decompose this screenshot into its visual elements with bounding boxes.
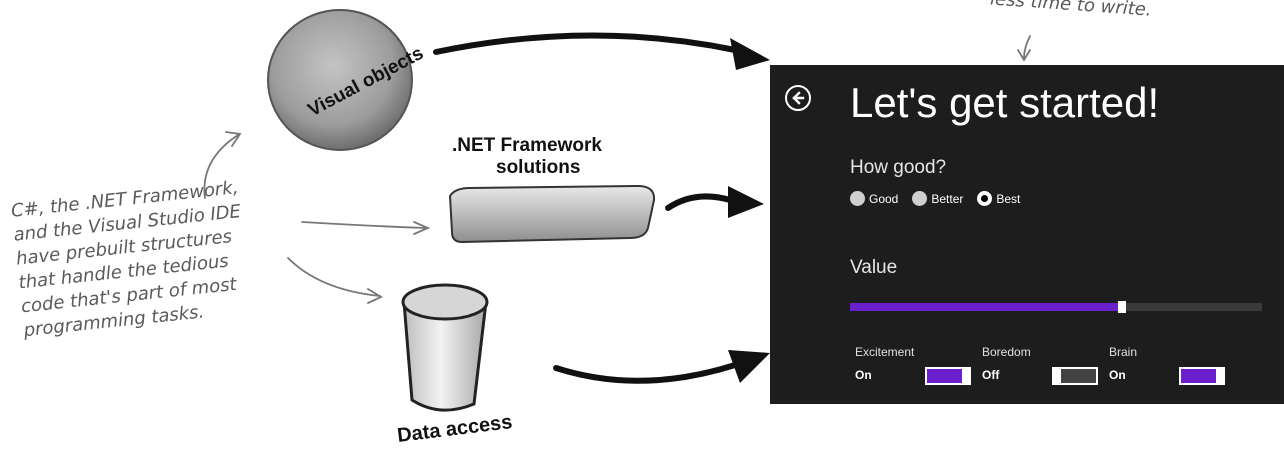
radio-good[interactable]: Good [850, 191, 898, 206]
arrowhead-1 [730, 38, 770, 70]
toggle-header: Boredom [982, 345, 1031, 359]
net-framework-label: .NET Framework [452, 135, 602, 156]
toggle-knob [1216, 367, 1225, 385]
toggle-state: On [1109, 368, 1126, 382]
radio-dot [850, 191, 865, 206]
arrowhead-2 [728, 186, 764, 218]
radio-label: Better [931, 191, 964, 206]
app-window: Let's get started! How good? Good Better… [770, 65, 1284, 404]
radio-label: Good [869, 191, 899, 206]
toggle-knob [962, 367, 971, 385]
radio-dot [912, 191, 928, 206]
arrowhead-3 [728, 350, 770, 383]
brain-toggle-switch[interactable] [1179, 367, 1225, 385]
radio-dot [977, 191, 993, 206]
pen-arrows [203, 35, 1031, 304]
radio-best[interactable]: Best [977, 191, 1020, 206]
excitement-toggle-switch[interactable] [925, 367, 971, 385]
boredom-toggle-switch[interactable] [1052, 367, 1098, 385]
how-good-label: How good? [850, 157, 947, 178]
arrow-visual-to-app [433, 32, 738, 55]
toggle-boredom: Boredom Off [982, 345, 1100, 385]
net-framework-label-line2: solutions [496, 157, 581, 178]
arrow-data-to-app [553, 362, 738, 384]
data-access-cylinder [401, 283, 489, 412]
toggle-header: Excitement [855, 345, 915, 359]
toggle-brain: Brain On [1109, 345, 1227, 385]
slider-thumb[interactable] [1117, 301, 1126, 313]
radio-better[interactable]: Better [912, 191, 963, 206]
radio-group: Good Better Best [850, 191, 1020, 206]
toggle-state: Off [982, 368, 1000, 382]
visual-objects-sphere [267, 9, 413, 151]
value-label: Value [850, 257, 898, 278]
back-button[interactable] [785, 85, 811, 111]
radio-label: Best [996, 191, 1021, 206]
slider-fill [850, 303, 1118, 311]
back-arrow-icon [792, 91, 805, 105]
value-slider[interactable] [850, 301, 1262, 313]
toggle-header: Brain [1109, 345, 1138, 359]
toggle-knob [1052, 367, 1061, 385]
page-title: Let's get started! [850, 79, 1160, 126]
arrow-net-to-app [665, 193, 733, 211]
net-framework-bar [448, 184, 656, 244]
toggle-excitement: Excitement On [855, 345, 973, 385]
toggle-state: On [855, 368, 872, 382]
